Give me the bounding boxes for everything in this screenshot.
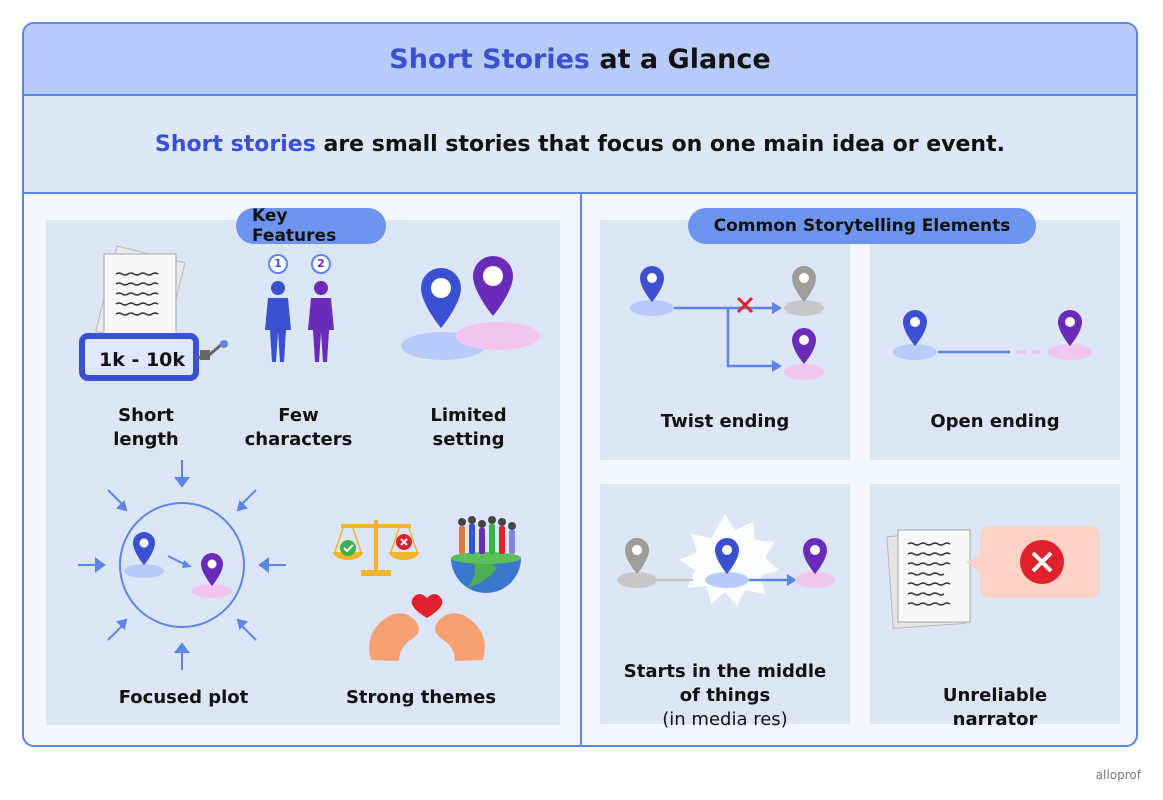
feature-short-length: Short length bbox=[91, 404, 201, 452]
title-rest: at a Glance bbox=[589, 43, 771, 75]
element-unreliable-narrator: Unreliable narrator bbox=[870, 684, 1120, 732]
definition-highlight: Short stories bbox=[155, 131, 316, 157]
strong-themes-illustration bbox=[333, 516, 521, 661]
few-characters-illustration bbox=[265, 254, 334, 362]
card-in-media-res: Starts in the middle of things (in media… bbox=[600, 484, 850, 730]
short-length-illustration bbox=[79, 245, 228, 381]
person-icon bbox=[308, 281, 334, 362]
title-highlight: Short Stories bbox=[389, 43, 590, 75]
twist-ending-diagram bbox=[630, 266, 824, 380]
element-open-ending: Open ending bbox=[930, 411, 1060, 432]
element-label-line: Starts in the middle bbox=[623, 661, 827, 682]
infographic-frame: Short Stories at a Glance Short stories … bbox=[22, 22, 1138, 747]
in-media-res-diagram bbox=[617, 514, 835, 606]
feature-label-line: Limited bbox=[430, 405, 507, 426]
character-number-1: 1 bbox=[274, 257, 282, 270]
setting-number-2: 2 bbox=[488, 290, 498, 304]
limited-setting-illustration bbox=[401, 256, 540, 360]
feature-focused-plot: Focused plot bbox=[118, 687, 249, 708]
text-lines-icon bbox=[907, 542, 951, 606]
feature-label-line: setting bbox=[432, 429, 505, 450]
element-label-line: Unreliable bbox=[942, 685, 1048, 706]
heart-hands-icon bbox=[369, 594, 485, 661]
setting-number-1: 1 bbox=[436, 302, 446, 316]
definition-rest: are small stories that focus on one main… bbox=[315, 131, 1005, 157]
feature-label-line: length bbox=[113, 429, 179, 450]
element-label-line: narrator bbox=[952, 709, 1038, 730]
section-divider bbox=[580, 194, 582, 745]
focused-plot-illustration bbox=[78, 460, 286, 670]
key-features-panel: 1k - 10k 1 2 1 2 Sho bbox=[46, 220, 560, 725]
feature-strong-themes: Strong themes bbox=[345, 687, 497, 708]
storytelling-heading: Common Storytelling Elements bbox=[688, 208, 1036, 244]
element-sublabel: (in media res) bbox=[662, 709, 788, 730]
key-features-heading: Key Features bbox=[236, 206, 386, 246]
feature-limited-setting: Limited setting bbox=[416, 404, 521, 452]
feature-few-characters: Few characters bbox=[236, 404, 361, 452]
element-in-media-res: Starts in the middle of things (in media… bbox=[600, 660, 850, 732]
card-twist-ending: Twist ending bbox=[600, 220, 850, 460]
word-count-badge: 1k - 10k bbox=[98, 349, 186, 371]
globe-people-icon bbox=[451, 516, 521, 593]
person-icon bbox=[265, 281, 291, 362]
scales-icon bbox=[333, 520, 419, 576]
card-unreliable-narrator: Unreliable narrator bbox=[870, 484, 1120, 730]
definition-banner: Short stories are small stories that foc… bbox=[24, 96, 1136, 194]
page-title: Short Stories at a Glance bbox=[24, 24, 1136, 96]
element-label-line: of things bbox=[679, 685, 771, 706]
text-lines-icon bbox=[115, 272, 159, 316]
brand-logo: alloprof bbox=[1095, 768, 1141, 782]
open-ending-diagram bbox=[893, 310, 1092, 360]
element-twist-ending: Twist ending bbox=[660, 411, 790, 432]
feature-label-line: characters bbox=[244, 429, 353, 450]
inward-arrow-icons bbox=[78, 460, 286, 670]
character-number-2: 2 bbox=[317, 257, 325, 270]
unreliable-narrator-illustration bbox=[886, 526, 1100, 629]
card-open-ending: Open ending bbox=[870, 220, 1120, 460]
feature-label-line: Short bbox=[118, 405, 174, 426]
feature-label-line: Few bbox=[278, 405, 319, 426]
